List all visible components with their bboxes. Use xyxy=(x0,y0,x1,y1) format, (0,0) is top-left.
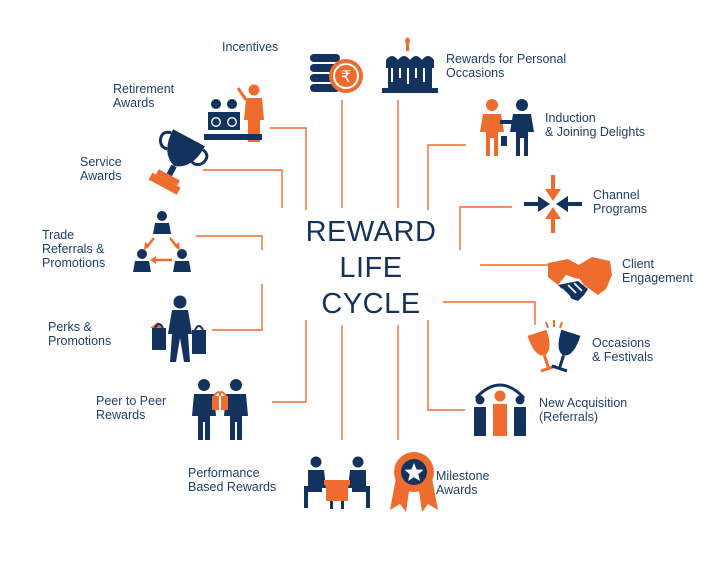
label-client: Client Engagement xyxy=(622,257,693,285)
svg-text:₹: ₹ xyxy=(341,67,351,86)
converging-arrows-icon xyxy=(524,175,582,233)
connector-trade xyxy=(196,235,263,250)
connector-new-acq xyxy=(427,320,465,411)
connector-service xyxy=(203,169,283,208)
label-peer: Peer to Peer Rewards xyxy=(96,394,167,422)
center-title: REWARD LIFE CYCLE xyxy=(296,214,446,322)
center-title-line-1: REWARD xyxy=(305,216,437,248)
handshake-icon xyxy=(548,257,612,301)
label-incentives: Incentives xyxy=(222,40,279,54)
connector-induction xyxy=(427,144,466,210)
label-occasions: Occasions & Festivals xyxy=(592,336,654,364)
label-performance: Performance Based Rewards xyxy=(188,466,277,494)
center-title-line-3: CYCLE xyxy=(321,288,421,320)
label-milestone: Milestone Awards xyxy=(436,469,490,497)
label-trade: Trade Referrals & Promotions xyxy=(42,228,106,270)
trophy-icon xyxy=(148,129,209,195)
connector-occasions xyxy=(443,301,536,325)
audience-presenter-icon xyxy=(204,84,264,142)
referral-network-icon xyxy=(133,211,191,272)
shopper-bags-icon xyxy=(150,295,206,362)
gift-exchange-icon xyxy=(192,379,248,440)
connector-perks xyxy=(212,284,263,331)
connector-retirement xyxy=(270,127,307,210)
label-service: Service Awards xyxy=(80,155,122,183)
medal-ribbon-icon xyxy=(390,452,438,512)
toast-glasses-icon xyxy=(527,320,581,373)
handshake-people-icon xyxy=(480,99,534,156)
label-induction: Induction & Joining Delights xyxy=(545,111,646,139)
label-new-acq: New Acquisition (Referrals) xyxy=(539,396,628,424)
label-rewards-personal: Rewards for Personal Occasions xyxy=(446,52,567,80)
birthday-cake-icon xyxy=(382,37,438,93)
group-referral-icon xyxy=(474,383,526,436)
connector-channel xyxy=(459,206,512,250)
center-title-line-2: LIFE xyxy=(339,252,403,284)
label-retirement: Retirement Awards xyxy=(113,82,175,110)
meeting-table-icon xyxy=(304,456,370,509)
label-perks: Perks & Promotions xyxy=(48,320,112,348)
rupee-coins-icon: ₹ xyxy=(310,54,363,93)
connector-peer xyxy=(272,320,307,403)
label-channel: Channel Programs xyxy=(593,188,648,216)
